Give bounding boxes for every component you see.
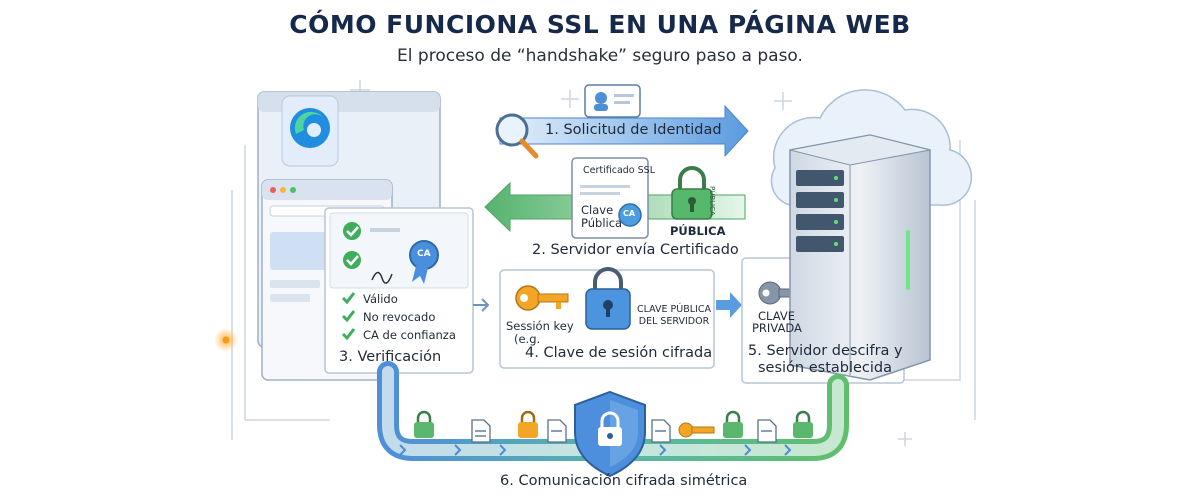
id-card-icon [584,84,641,118]
request-arrow [499,104,749,158]
certificate-title: Certificado SSL [583,165,655,176]
public-lock-label: PÚBLICA [670,224,726,238]
padlock-icon [414,410,434,438]
magnifier-icon [495,113,539,159]
server-public-key-line1: CLAVE PÚBLICA [637,304,711,315]
check-item-not-revoked: No revocado [363,310,436,324]
session-key-label-line1: Sessión key [506,319,574,333]
padlock-icon [793,410,813,438]
edge-logo-icon [281,95,339,167]
document-icon [651,419,671,443]
padlock-icon [518,410,538,438]
channel-flow-arrows [399,444,792,456]
session-key-label-line2: (e.g. [514,332,541,346]
step-5-label-line2: sesión establecida [757,360,893,376]
check-item-trusted-ca: CA de confianza [363,328,456,342]
verification-card [324,207,474,374]
private-key-line1: CLAVE [758,309,795,323]
certificate-key-line2: Pública [581,216,623,230]
lock-side-text: PÚBLICA [708,186,716,216]
step-2-label: 2. Servidor envía Certificado [532,242,739,258]
padlock-icon [585,267,631,330]
certificate-key-line1: Clave [581,203,614,217]
server-public-key-line2: DEL SERVIDOR [638,316,710,327]
document-icon [547,419,567,443]
server-icon [789,134,931,381]
page-title: CÓMO FUNCIONA SSL EN UNA PÁGINA WEB [289,10,911,39]
certificate-ca-badge: CA [623,209,636,218]
key-icon [515,285,569,311]
step-6-label: 6. Comunicación cifrada simétrica [500,473,748,489]
decorative-lines [231,80,976,446]
step-3-label: 3. Verificación [339,349,442,365]
step-1-label: 1. Solicitud de Identidad [545,122,722,138]
check-item-valid: Válido [363,292,398,306]
document-icon [757,419,777,443]
step-5-label-line1: 5. Servidor descifra y [748,343,903,359]
verification-ca-badge: CA [417,249,431,259]
seal-icon [618,203,642,227]
page-subtitle: El proceso de “handshake” seguro paso a … [397,46,803,66]
key-icon [678,422,715,438]
shield-icon [574,390,646,478]
padlock-icon [723,410,743,438]
document-icon [471,419,491,443]
padlock-icon [671,166,713,220]
private-key-line2: PRIVADA [752,321,802,335]
step-4-label: 4. Clave de sesión cifrada [525,345,713,361]
